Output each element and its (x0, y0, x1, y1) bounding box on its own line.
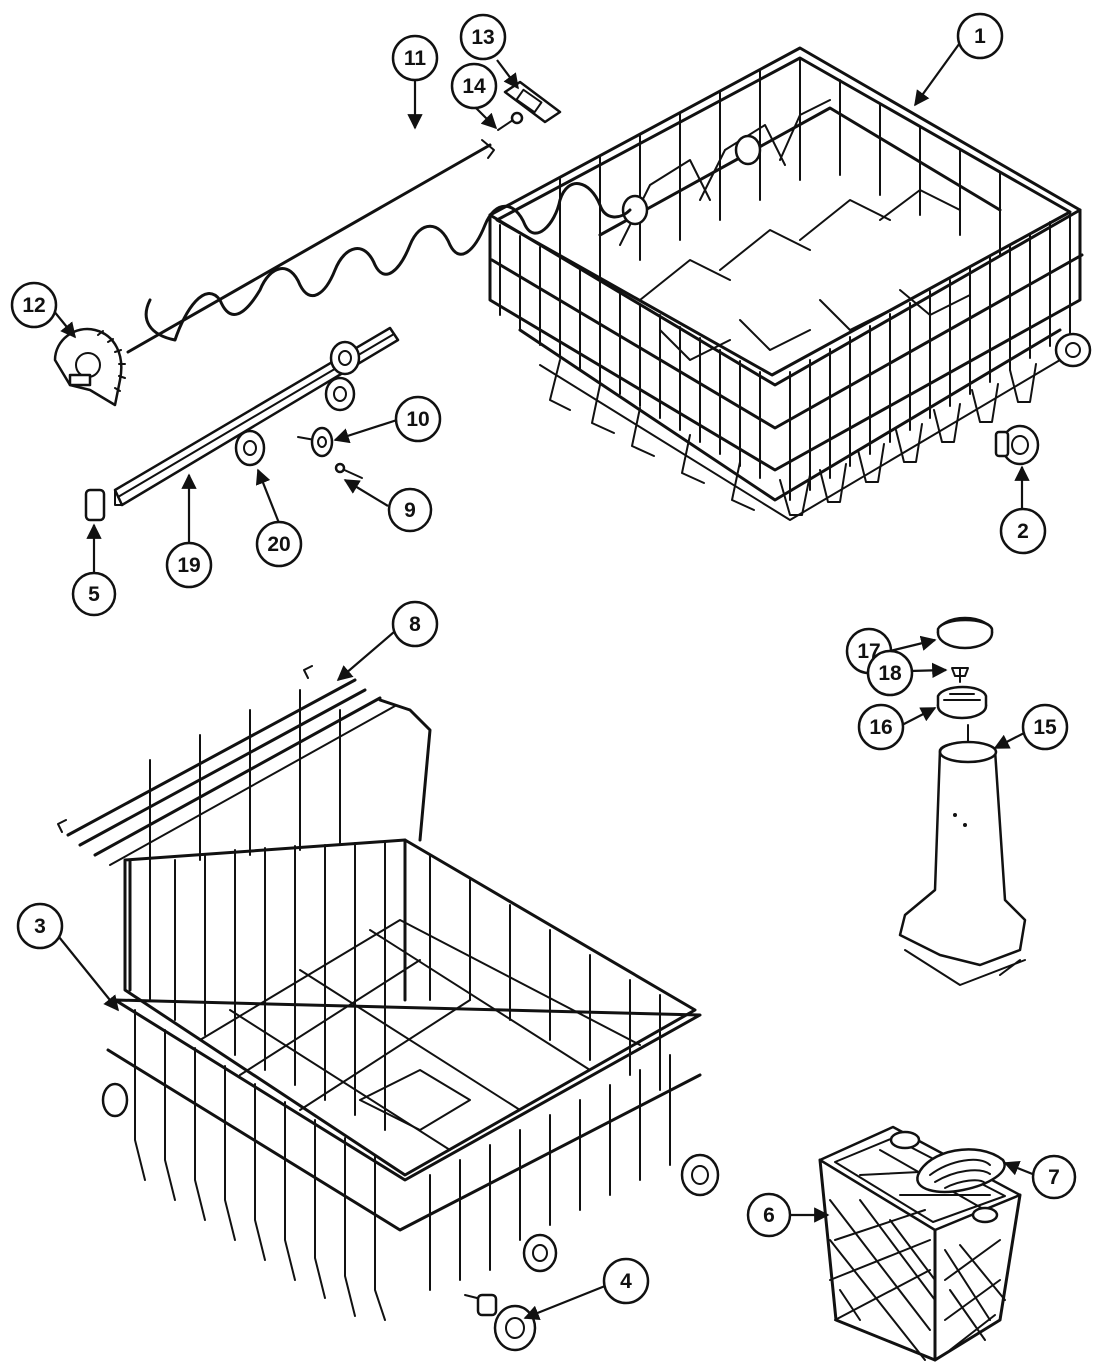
rack-post-assembly (898, 616, 1027, 986)
callout-c12: 12 (10, 281, 58, 329)
callout-label: 7 (1048, 1166, 1060, 1189)
screw-part-9 (334, 462, 363, 479)
callout-label: 1 (974, 25, 986, 48)
callout-c2: 2 (999, 507, 1047, 555)
callout-c15: 15 (1021, 703, 1069, 751)
callout-c18: 18 (866, 649, 914, 697)
callout-label: 6 (763, 1204, 775, 1227)
callout-c19: 19 (165, 541, 213, 589)
callout-label: 19 (177, 554, 200, 577)
stop-wheel-part (297, 426, 334, 458)
callout-label: 4 (620, 1270, 632, 1293)
callout-label: 14 (462, 75, 486, 98)
rack-wheel-part (994, 424, 1040, 466)
lower-wheel-part (464, 1293, 537, 1352)
callout-c1: 1 (956, 12, 1004, 60)
callout-label: 13 (471, 26, 494, 49)
callout-label: 12 (22, 294, 45, 317)
callout-label: 9 (404, 499, 416, 522)
upper-dish-rack (488, 46, 1092, 521)
callout-c6: 6 (746, 1192, 792, 1238)
fold-down-tines (57, 665, 396, 866)
callout-label: 10 (406, 408, 429, 431)
callout-label: 3 (34, 915, 46, 938)
callout-label: 11 (404, 47, 427, 70)
callout-c8: 8 (391, 600, 439, 648)
end-cap-part (84, 488, 106, 522)
callout-leaders (52, 39, 1036, 1321)
screw-part-14 (497, 111, 524, 131)
callout-label: 5 (88, 583, 100, 606)
callout-c9: 9 (387, 487, 433, 533)
callout-label: 15 (1033, 716, 1057, 739)
basket-lid-part (916, 1148, 1006, 1194)
lower-dish-rack (101, 698, 720, 1321)
callout-label: 16 (869, 716, 892, 739)
rack-adjuster-part (53, 327, 126, 407)
callout-c7: 7 (1031, 1154, 1077, 1200)
rail-wheels (234, 340, 361, 467)
callout-c4: 4 (602, 1257, 650, 1305)
callout-c13: 13 (459, 13, 507, 61)
callout-label: 2 (1017, 520, 1029, 543)
callout-c3: 3 (16, 902, 64, 950)
callout-label: 20 (267, 533, 290, 556)
callout-c14: 14 (450, 62, 498, 110)
callout-c16: 16 (857, 703, 905, 751)
cup-shelf-wire (126, 139, 632, 354)
callout-c20: 20 (255, 520, 303, 568)
callout-c10: 10 (394, 395, 442, 443)
callout-label: 18 (878, 662, 902, 685)
callout-label: 8 (409, 613, 421, 636)
callout-c5: 5 (71, 571, 117, 617)
callout-c11: 11 (391, 34, 439, 82)
